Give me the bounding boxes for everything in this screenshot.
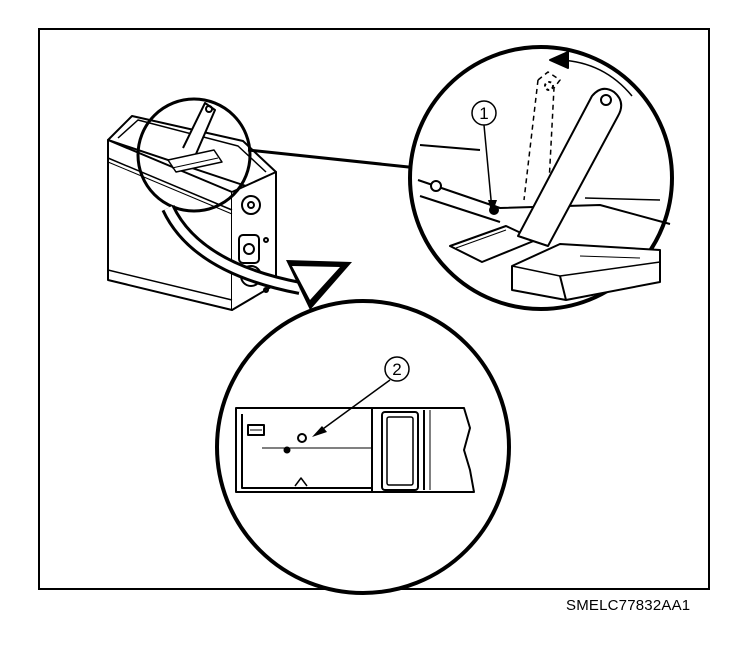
upper-detail-drawing [417,51,671,301]
lower-detail-drawing [235,407,475,493]
callout-2: 2 [312,356,410,437]
zoom-circle-small [136,97,252,213]
leader-line-upper [247,148,419,170]
callout-2-number: 2 [392,360,401,379]
callout-1-number: 1 [479,104,488,123]
figure-code: SMELC77832AA1 [566,597,691,614]
curved-arrow-icon [161,204,352,310]
callout-1: 1 [471,100,497,214]
